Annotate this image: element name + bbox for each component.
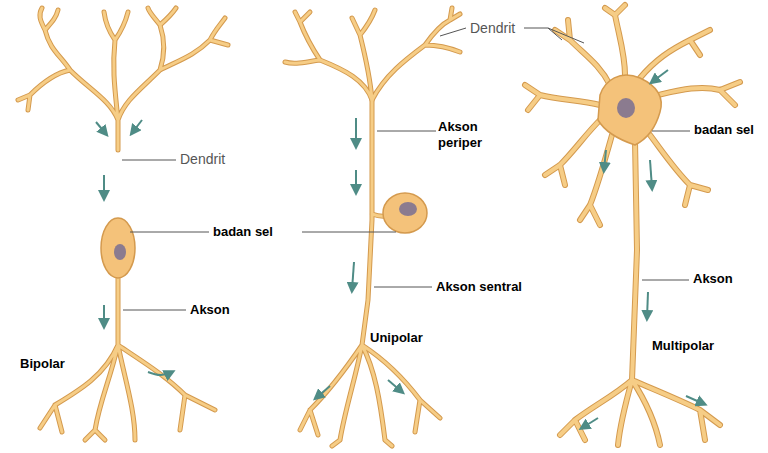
part-label: badan sel bbox=[694, 122, 756, 138]
part-label: Bipolar bbox=[20, 356, 65, 372]
part-label: Dendrit bbox=[180, 151, 225, 168]
signal-arrows bbox=[96, 70, 704, 428]
part-label: Akson bbox=[693, 271, 733, 287]
part-label: Akson sentral bbox=[436, 279, 522, 295]
part-label: Akson bbox=[190, 302, 230, 318]
neuron-fill bbox=[18, 5, 740, 446]
leader-lines bbox=[122, 28, 690, 310]
part-label: Dendrit bbox=[470, 20, 515, 37]
part-label: Multipolar bbox=[652, 338, 714, 354]
neuron-outline bbox=[18, 5, 740, 446]
part-label: Akson periper bbox=[438, 119, 510, 150]
cell-bodies bbox=[101, 75, 661, 278]
part-label: Unipolar bbox=[370, 330, 423, 346]
part-label: badan sel bbox=[213, 224, 273, 240]
